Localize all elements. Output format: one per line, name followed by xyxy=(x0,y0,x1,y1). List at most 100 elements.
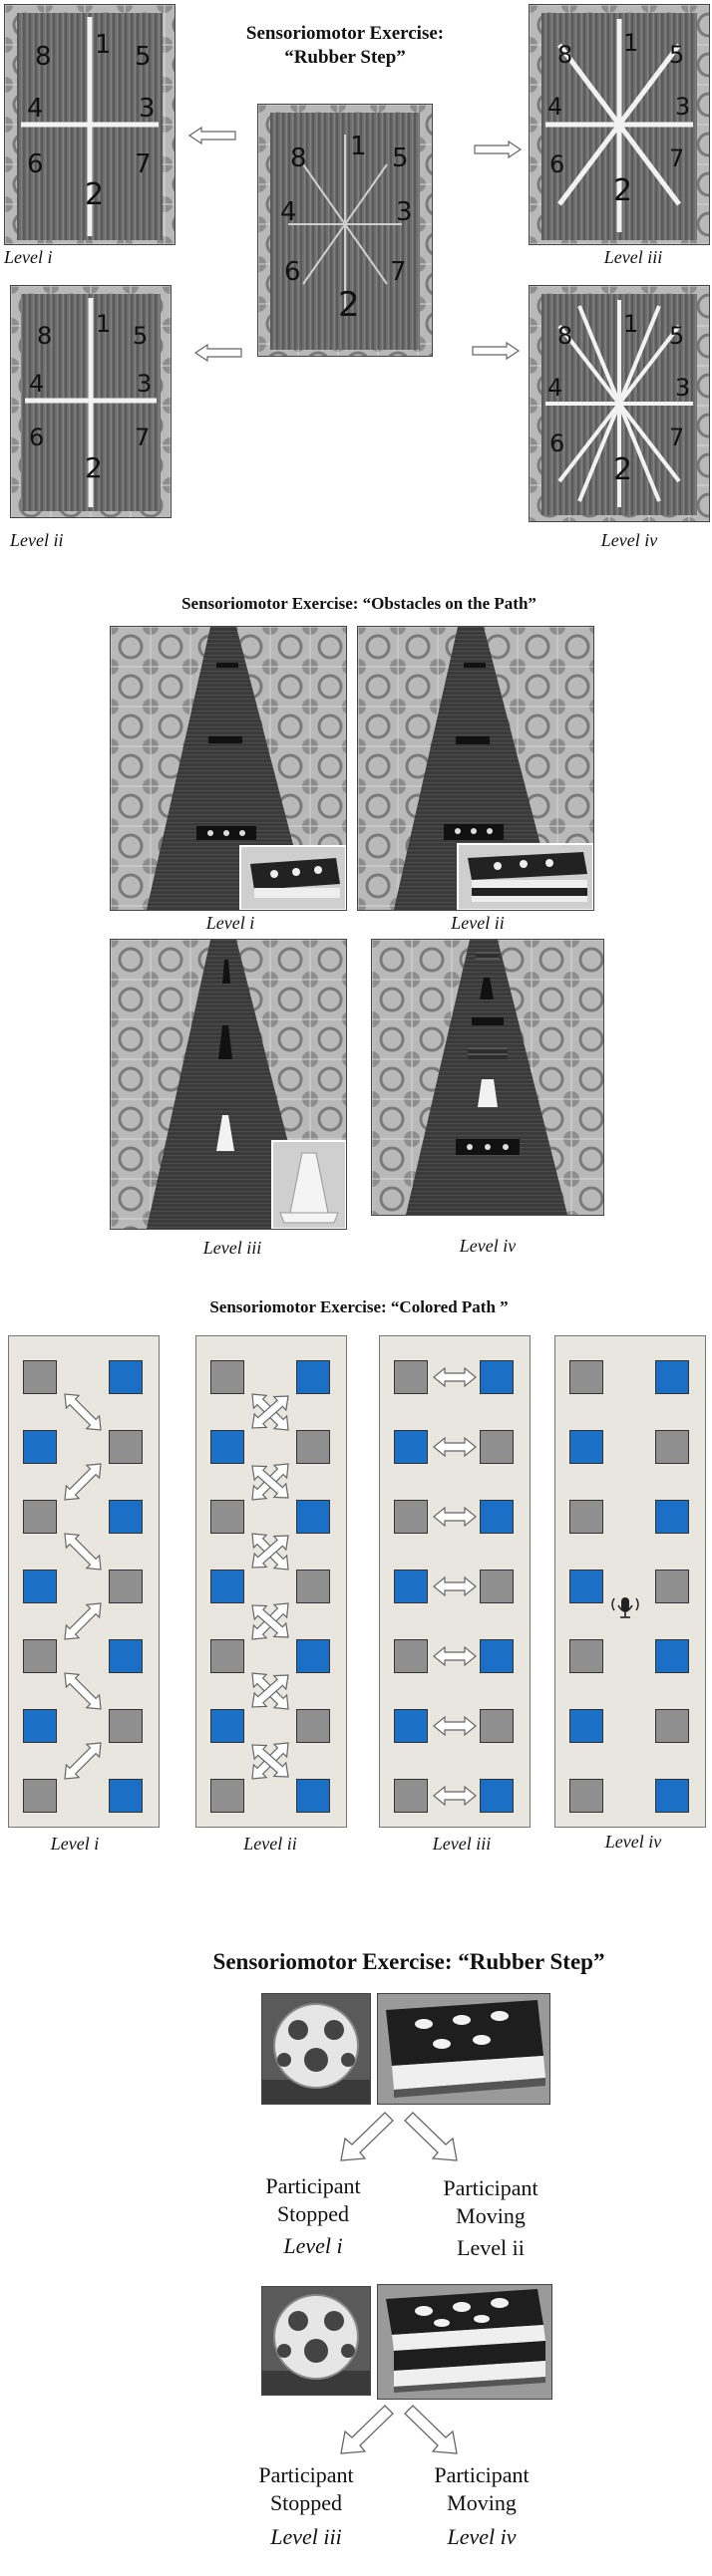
gray-square xyxy=(480,1570,514,1603)
section2-level-iii: Level iii xyxy=(202,1238,262,1258)
double-arrow-icon xyxy=(433,1436,477,1458)
blue-square xyxy=(480,1500,514,1534)
section2-level-ii: Level ii xyxy=(451,913,505,933)
gray-square xyxy=(23,1360,57,1394)
section2-title: Sensoriomotor Exercise: “Obstacles on th… xyxy=(181,594,536,613)
level-label: Level i xyxy=(283,2233,343,2258)
gray-square xyxy=(210,1360,244,1394)
floor-number: 5 xyxy=(392,143,409,173)
floor-number: 2 xyxy=(613,452,632,487)
obstacles-photo-level-ii xyxy=(357,626,594,911)
participant-label: Participant xyxy=(434,2462,530,2487)
blue-square xyxy=(655,1500,689,1534)
double-arrow-icon xyxy=(433,1645,477,1667)
floor-number: 3 xyxy=(675,93,690,121)
blue-square xyxy=(109,1639,143,1673)
gray-square xyxy=(210,1779,244,1813)
double-arrow-icon xyxy=(64,1742,102,1780)
panel-arrows-2 xyxy=(251,1393,289,1780)
rubber-block-photo-top xyxy=(377,1993,550,2105)
floor-number: 6 xyxy=(284,257,301,287)
gray-square xyxy=(655,1570,689,1603)
floor-number: 7 xyxy=(669,424,684,451)
rubber-step-photo-level-i: 8 1 5 4 3 6 7 2 xyxy=(4,4,176,245)
colored-path-panel-2 xyxy=(195,1335,347,1828)
blue-square xyxy=(109,1360,143,1394)
gray-square xyxy=(210,1639,244,1673)
section4-title: Sensoriomotor Exercise: “Rubber Step” xyxy=(212,1949,605,1974)
gray-square xyxy=(569,1779,603,1813)
floor-number: 8 xyxy=(557,41,572,69)
double-arrow-icon xyxy=(64,1533,102,1571)
gray-square xyxy=(394,1360,428,1394)
double-arrow-icon xyxy=(251,1674,289,1708)
stopped-label: Stopped xyxy=(276,2201,350,2226)
floor-number: 6 xyxy=(29,424,44,451)
caption-moving-bottom: Participant Moving Level iv xyxy=(407,2461,556,2551)
gray-square xyxy=(394,1779,428,1813)
double-arrow-icon xyxy=(64,1463,102,1501)
floor-number: 1 xyxy=(95,30,112,60)
rubber-block-photo-bottom xyxy=(377,2284,552,2400)
floor-number: 8 xyxy=(35,42,52,72)
level-label: Level ii xyxy=(457,2235,525,2260)
blue-square xyxy=(394,1709,428,1743)
arrow-left-icon xyxy=(193,343,242,363)
gray-square xyxy=(655,1430,689,1464)
gray-square xyxy=(569,1360,603,1394)
panel-arrows-4 xyxy=(611,1597,639,1618)
section2-level-iv: Level iv xyxy=(459,1236,517,1256)
floor-number: 6 xyxy=(27,149,44,179)
double-arrow-icon xyxy=(433,1785,477,1807)
level-label: Level iii xyxy=(270,2524,342,2549)
gray-square xyxy=(109,1709,143,1743)
blue-square xyxy=(296,1360,330,1394)
blue-square xyxy=(210,1570,244,1603)
section3-level-i: Level i xyxy=(50,1834,100,1854)
moving-label: Moving xyxy=(447,2490,517,2515)
rubber-step-photo-level-ii: 8 1 5 4 3 6 7 2 xyxy=(10,285,172,518)
blue-square xyxy=(23,1709,57,1743)
floor-number: 3 xyxy=(139,94,156,124)
section1-level-i: Level i xyxy=(4,247,53,267)
rubber-step-photo-center: 8 1 5 4 3 6 7 2 xyxy=(257,104,433,357)
gray-square xyxy=(296,1570,330,1603)
double-arrow-icon xyxy=(64,1602,102,1640)
blue-square xyxy=(480,1360,514,1394)
blue-square xyxy=(394,1570,428,1603)
double-arrow-icon xyxy=(433,1715,477,1737)
arrow-down-right-icon xyxy=(404,2112,458,2161)
arrow-down-left-icon xyxy=(340,2405,394,2454)
floor-number: 1 xyxy=(350,132,367,161)
colored-path-panel-1 xyxy=(8,1335,160,1828)
floor-number: 1 xyxy=(623,310,638,338)
gray-square xyxy=(210,1500,244,1534)
section1-level-ii: Level ii xyxy=(10,530,64,550)
arrow-right-icon xyxy=(474,140,523,159)
participant-label: Participant xyxy=(258,2462,354,2487)
blue-square xyxy=(109,1779,143,1813)
section1-title-line2: “Rubber Step” xyxy=(284,47,406,68)
section1-level-iv: Level iv xyxy=(600,530,658,550)
arrow-right-icon xyxy=(472,341,521,361)
double-arrow-icon xyxy=(433,1575,477,1597)
double-arrow-icon xyxy=(251,1465,289,1499)
section3-level-iii: Level iii xyxy=(432,1834,492,1854)
double-arrow-icon xyxy=(64,1393,102,1431)
arrow-down-right-icon xyxy=(404,2405,458,2454)
gray-square xyxy=(23,1639,57,1673)
section1-level-iii: Level iii xyxy=(603,247,663,267)
blue-square xyxy=(655,1779,689,1813)
double-arrow-icon xyxy=(64,1672,102,1710)
obstacles-photo-level-iv xyxy=(371,939,604,1216)
floor-number: 6 xyxy=(549,429,564,457)
floor-number: 3 xyxy=(396,197,413,227)
obstacles-photo-level-iii xyxy=(110,939,347,1230)
floor-number: 4 xyxy=(29,370,44,398)
floor-number: 4 xyxy=(547,93,562,121)
floor-number: 2 xyxy=(613,173,632,208)
caption-stopped-top: Participant Stopped Level i xyxy=(243,2172,383,2260)
section3-level-ii: Level ii xyxy=(243,1834,297,1854)
caption-stopped-bottom: Participant Stopped Level iii xyxy=(231,2461,381,2551)
caption-moving-top: Participant Moving Level ii xyxy=(421,2174,560,2262)
